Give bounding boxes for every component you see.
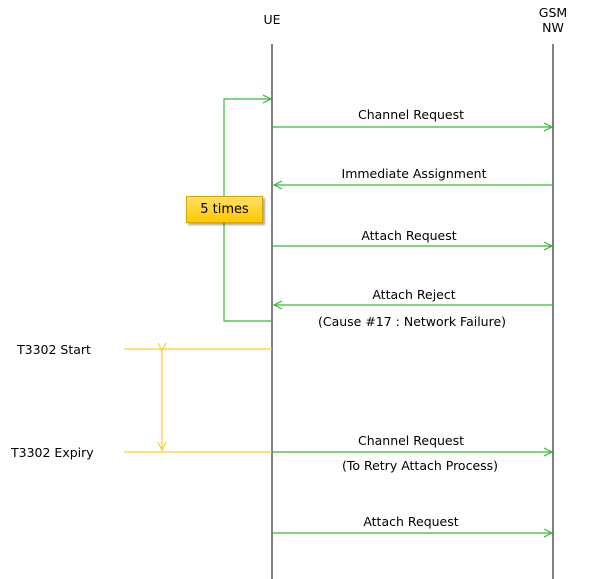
msg-channel-request-retry-note: (To Retry Attach Process) (341, 458, 499, 473)
timer-start-label: T3302 Start (17, 342, 91, 357)
msg-channel-request-label: Channel Request (357, 107, 465, 122)
timer-expiry-label: T3302 Expiry (11, 445, 94, 460)
msg-attach-request-label: Attach Request (361, 228, 457, 243)
msg-immediate-assignment-label: Immediate Assignment (341, 166, 487, 181)
nw-header-line2: NW (542, 20, 564, 35)
msg-attach-request-retry-label: Attach Request (363, 514, 459, 529)
ue-header: UE (263, 12, 281, 27)
msg-channel-request-retry-label: Channel Request (357, 433, 465, 448)
msg-attach-reject-note: (Cause #17 : Network Failure) (317, 314, 507, 329)
nw-header-line1: GSM (538, 5, 568, 20)
msg-attach-reject-label: Attach Reject (372, 287, 456, 302)
loop-count-badge: 5 times (186, 196, 263, 223)
